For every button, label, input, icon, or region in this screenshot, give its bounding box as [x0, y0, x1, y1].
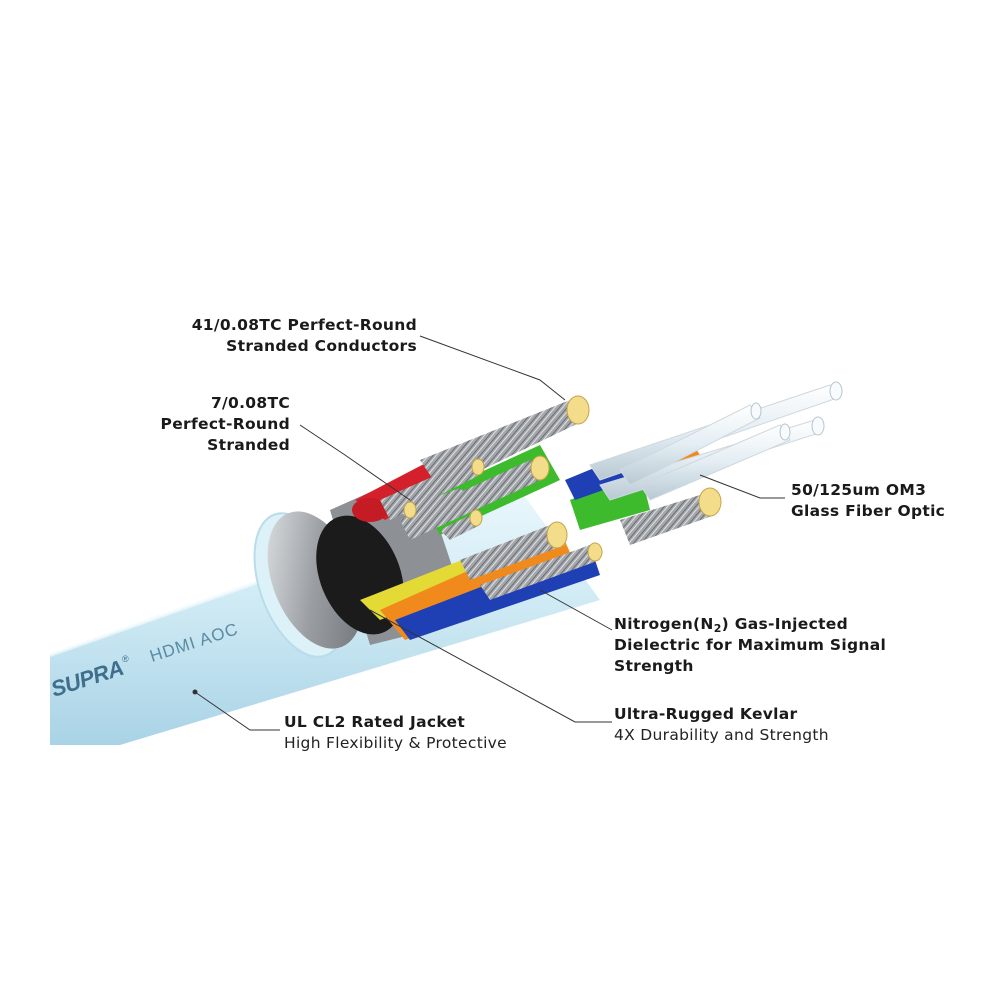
callout-dielectric: Nitrogen(N2) Gas-Injected Dielectric for…	[614, 614, 994, 677]
callout-41-line1: 41/0.08TC Perfect-Round	[191, 316, 417, 334]
callout-41-line2: Stranded Conductors	[226, 337, 417, 355]
glass-fibers	[589, 381, 843, 501]
callout-kevlar-desc: 4X Durability and Strength	[614, 726, 829, 744]
callout-dielectric-line1: Nitrogen(N2) Gas-Injected	[614, 615, 849, 635]
callout-jacket: UL CL2 Rated Jacket High Flexibility & P…	[284, 712, 544, 754]
callout-dielectric-line2: Dielectric for Maximum Signal	[614, 636, 887, 654]
brand-registered-mark: ®	[122, 654, 129, 664]
callout-dielectric-line3: Strength	[614, 657, 694, 675]
leader-kevlar	[369, 609, 612, 723]
callout-fiber-line1: 50/125um OM3	[791, 481, 927, 499]
callout-7-line2: Perfect-Round	[160, 415, 290, 433]
callout-kevlar-title: Ultra-Rugged Kevlar	[614, 705, 798, 723]
callout-fiber: 50/125um OM3 Glass Fiber Optic	[791, 480, 991, 522]
leader-lines	[192, 335, 785, 731]
callout-7-line1: 7/0.08TC	[210, 394, 290, 412]
callout-41-conductors: 41/0.08TC Perfect-Round Stranded Conduct…	[120, 315, 417, 357]
callout-7-line3: Stranded	[207, 436, 290, 454]
callout-kevlar: Ultra-Rugged Kevlar 4X Durability and St…	[614, 704, 914, 746]
conductor-strands-7	[380, 455, 722, 600]
leader-dielectric	[539, 589, 613, 631]
callout-jacket-desc: High Flexibility & Protective	[284, 734, 507, 752]
leader-41-conductors	[419, 335, 566, 401]
callout-7-conductors: 7/0.08TC Perfect-Round Stranded	[100, 393, 290, 456]
leader-fiber	[699, 474, 785, 499]
callout-fiber-line2: Glass Fiber Optic	[791, 502, 946, 520]
leader-jacket	[194, 691, 280, 731]
callout-jacket-title: UL CL2 Rated Jacket	[284, 713, 466, 731]
leader-7-conductors	[299, 424, 411, 501]
